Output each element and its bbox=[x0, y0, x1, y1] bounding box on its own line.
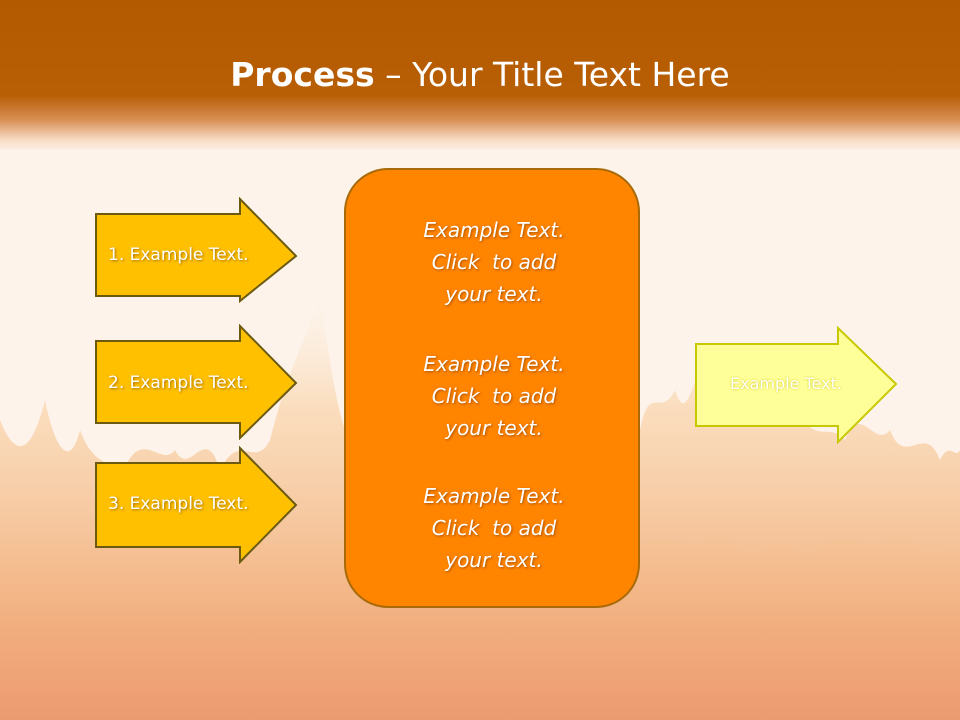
right-arrow[interactable] bbox=[694, 326, 900, 444]
center-p2-line-2: Click to add bbox=[431, 384, 557, 408]
left-arrow-3[interactable] bbox=[94, 446, 300, 564]
center-paragraph-1: Example Text. Click to add your text. bbox=[346, 214, 642, 310]
slide-title: Process – Your Title Text Here bbox=[0, 52, 960, 98]
center-p3-line-2: Click to add bbox=[431, 516, 557, 540]
left-arrow-2[interactable] bbox=[94, 324, 300, 440]
header-band bbox=[0, 0, 960, 150]
left-arrow-1-label: 1. Example Text. bbox=[108, 245, 249, 265]
right-arrow-label: Example Text. bbox=[730, 374, 842, 393]
center-text-box[interactable]: Example Text. Click to add your text. Ex… bbox=[344, 168, 640, 608]
title-rest: – Your Title Text Here bbox=[374, 55, 730, 94]
center-p1-line-2: Click to add bbox=[431, 250, 557, 274]
left-arrow-2-label: 2. Example Text. bbox=[108, 373, 249, 393]
center-p3-line-3: your text. bbox=[445, 548, 543, 572]
left-arrow-3-label: 3. Example Text. bbox=[108, 494, 249, 514]
center-p2-line-3: your text. bbox=[445, 416, 543, 440]
center-paragraph-2: Example Text. Click to add your text. bbox=[346, 348, 642, 444]
center-p3-line-1: Example Text. bbox=[423, 484, 565, 508]
left-arrow-1[interactable] bbox=[94, 197, 300, 303]
title-bold: Process bbox=[230, 55, 375, 94]
center-p1-line-3: your text. bbox=[445, 282, 543, 306]
center-p1-line-1: Example Text. bbox=[423, 218, 565, 242]
center-paragraph-3: Example Text. Click to add your text. bbox=[346, 480, 642, 576]
center-p2-line-1: Example Text. bbox=[423, 352, 565, 376]
